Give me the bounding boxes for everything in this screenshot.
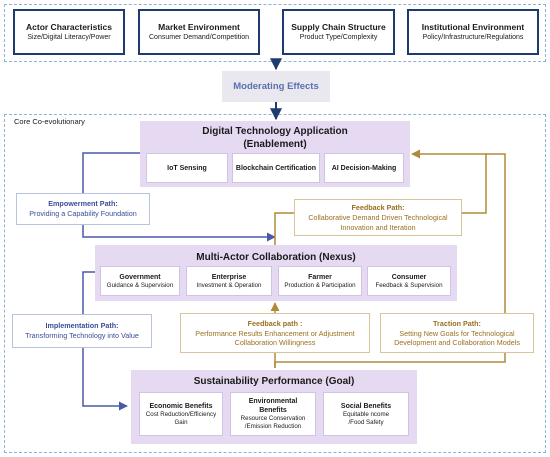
market-environment-box: Market Environment Consumer Demand/Compe… — [138, 9, 260, 55]
implementation-path-box: Implementation Path: Transforming Techno… — [12, 314, 152, 348]
context-sub: Consumer Demand/Competition — [149, 33, 249, 41]
cell-sub: Feedback & Supervision — [375, 281, 443, 289]
path-title: Feedback path : — [247, 318, 303, 328]
institutional-environment-box: Institutional Environment Policy/Infrast… — [407, 9, 539, 55]
cell-sub: Production & Participation — [284, 281, 356, 289]
feedback-path-1-box: Feedback Path: Collaborative Demand Driv… — [294, 199, 462, 236]
cell-title: Economic Benefits — [149, 402, 213, 410]
cell-title: Environmental — [248, 398, 298, 405]
path-text: Setting New Goals for Technological — [399, 328, 515, 338]
iot-sensing-cell: IoT Sensing — [146, 153, 228, 183]
cell-sub: /Emission Reduction — [244, 423, 302, 430]
cell-title: Enterprise — [211, 273, 247, 281]
cell-title: AI Decision-Making — [331, 164, 397, 172]
environmental-benefits-cell: Environmental Benefits Resource Conserva… — [230, 392, 316, 436]
farmer-cell: Farmer Production & Participation — [278, 266, 362, 296]
cell-sub: Cost Reduction/Efficiency — [145, 410, 217, 418]
cell-sub: Resource Conservation — [240, 415, 306, 422]
cell-sub: Guidance & Supervision — [106, 281, 174, 289]
cell-title: Government — [119, 273, 161, 281]
actor-characteristics-box: Actor Characteristics Size/Digital Liter… — [13, 9, 125, 55]
context-title: Market Environment — [158, 21, 240, 32]
feedback-path-2-box: Feedback path : Performance Results Enha… — [180, 313, 370, 353]
core-label: Core Co-evolutionary — [14, 117, 85, 126]
path-text: Innovation and Iteration — [340, 222, 416, 232]
traction-path-arrow — [274, 153, 506, 368]
path-text: Transforming Technology into Value — [25, 331, 139, 341]
context-title: Institutional Environment — [421, 21, 525, 32]
context-title: Actor Characteristics — [26, 21, 112, 32]
cell-title: Consumer — [391, 273, 427, 281]
sustain-title: Sustainability Performance (Goal) — [193, 376, 355, 387]
cell-sub: /Food Safety — [348, 418, 384, 426]
path-text: Collaborative Demand Driven Technologica… — [308, 213, 448, 222]
cell-title: Blockchain Certification — [235, 164, 317, 172]
cell-title: Social Benefits — [340, 402, 392, 410]
path-text: Providing a Capability Foundation — [29, 209, 137, 219]
cell-sub: Investment & Operation — [196, 281, 262, 289]
context-title: Supply Chain Structure — [291, 21, 386, 32]
path-text: Collaboration Willingness — [234, 338, 316, 347]
context-sub: Policy/Infrastructure/Regulations — [422, 33, 524, 41]
empowerment-path-box: Empowerment Path: Providing a Capability… — [16, 193, 150, 225]
consumer-cell: Consumer Feedback & Supervision — [367, 266, 451, 296]
cell-title: Farmer — [308, 273, 332, 281]
digital-title: Digital Technology Application — [202, 126, 348, 137]
blockchain-certification-cell: Blockchain Certification — [232, 153, 320, 183]
path-text: Performance Results Enhancement or Adjus… — [195, 328, 355, 338]
government-cell: Government Guidance & Supervision — [100, 266, 180, 296]
cell-sub: Gain — [174, 418, 188, 426]
moderating-effects-label: Moderating Effects — [233, 81, 319, 92]
enterprise-cell: Enterprise Investment & Operation — [186, 266, 272, 296]
path-title: Implementation Path: — [45, 321, 119, 331]
path-text: Development and Collaboration Models — [394, 338, 520, 347]
path-title: Feedback Path: — [351, 203, 405, 212]
moderating-effects-box: Moderating Effects — [222, 71, 330, 102]
digital-subtitle: (Enablement) — [243, 139, 307, 150]
path-title: Traction Path: — [433, 318, 481, 328]
social-benefits-cell: Social Benefits Equitable ncome /Food Sa… — [323, 392, 409, 436]
context-sub: Size/Digital Literacy/Power — [27, 33, 111, 41]
cell-title: IoT Sensing — [167, 164, 207, 172]
ai-decision-making-cell: AI Decision-Making — [324, 153, 404, 183]
context-sub: Product Type/Complexity — [299, 33, 378, 41]
path-title: Empowerment Path: — [48, 199, 118, 209]
cell-sub: Equitable ncome — [342, 410, 390, 418]
traction-path-box: Traction Path: Setting New Goals for Tec… — [380, 313, 534, 353]
supply-chain-structure-box: Supply Chain Structure Product Type/Comp… — [282, 9, 395, 55]
feedback-path-1-arrow — [274, 149, 487, 247]
cell-title: Benefits — [259, 407, 287, 414]
multi-title: Multi-Actor Collaboration (Nexus) — [196, 252, 356, 263]
economic-benefits-cell: Economic Benefits Cost Reduction/Efficie… — [139, 392, 223, 436]
